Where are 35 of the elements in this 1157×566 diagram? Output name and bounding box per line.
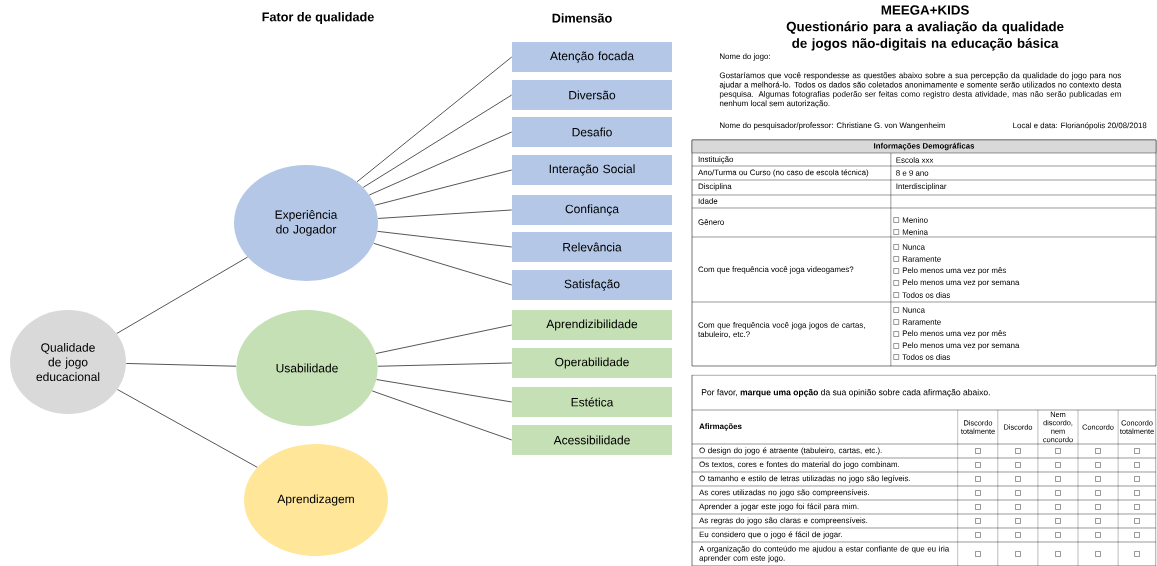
dimension-box: Acessibilidade [512,425,672,455]
connector-line [356,56,513,183]
form-title: Questionário para a avaliação da qualidade de jogos não-digitais na educação básica [786,21,1064,51]
dimension-box: Atenção focada [512,42,672,72]
column-heading: Dimensão [552,13,612,23]
dimension-box: Confiança [512,195,672,225]
dimension-box: Interação Social [512,155,672,185]
connector-line [362,94,513,188]
connector-line [374,169,513,206]
connector-line [125,363,237,367]
instruction-text: Por favor, marque uma opção da sua opinião sobre cada afirmação abaixo. [701,389,990,397]
connector-line [373,243,513,286]
dimension-box: Satisfação [512,270,672,300]
oval: Qualidade de jogo educacional [10,310,126,414]
connector-line [116,256,248,334]
dimension-box: Desafio [512,117,672,147]
connector-line [375,324,513,354]
oval: Aprendizagem [244,444,388,556]
form-title: MEEGA+KIDS [881,5,969,15]
dimension-box: Relevância [512,232,672,262]
dimension-box: Diversão [512,80,672,110]
connector-line [376,379,513,403]
connector-line [377,362,513,367]
column-heading: Fator de qualidade [262,12,374,24]
connector-line [117,389,258,468]
dimension-box: Estética [512,387,672,417]
connector-line [369,131,513,196]
form-paragraph: Gostaríamos que você respondesse as questões abaixo sobre a sua percepção da qualidade do jogo para nos ajudar a melhorá-lo. Todos os dados são coletados anonimamente e somente serão utilizados no contexto desta pesquisa. Algumas fotografias poderão ser feitas como registro desta atividade, mas não serão publicadas em nenhum local sem autorização. [719,72,1122,108]
connector-line [377,209,513,219]
oval: Experiência do Jogador [234,165,378,281]
connector-line [371,390,513,441]
connector-line [377,231,513,248]
dimension-box: Operabilidade [512,348,672,378]
oval: Usabilidade [236,310,378,426]
dimension-box: Aprendizibilidade [512,310,672,340]
